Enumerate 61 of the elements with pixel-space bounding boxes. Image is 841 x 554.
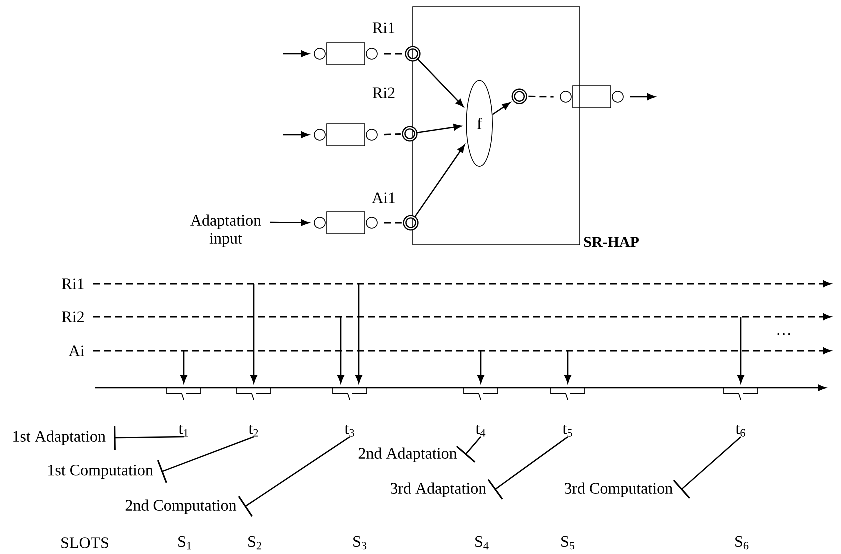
event-label: 2nd Adaptation bbox=[358, 448, 458, 462]
arrow bbox=[250, 284, 258, 384]
port-label: Ri1 bbox=[372, 22, 395, 34]
node-label: SR-HAP bbox=[584, 237, 640, 248]
port-circle bbox=[512, 88, 528, 104]
event-label: 3rd Computation bbox=[564, 482, 673, 498]
connector-line bbox=[384, 133, 401, 136]
slot-label: S$_{1}$ bbox=[178, 536, 192, 550]
arrow bbox=[180, 351, 188, 384]
connector-line bbox=[528, 96, 554, 98]
port-label: Ri2 bbox=[372, 88, 395, 98]
timeline-arrow bbox=[93, 280, 831, 288]
queue-drawing bbox=[314, 42, 378, 66]
arrow bbox=[283, 50, 310, 58]
time-slot: t$_{2}$ bbox=[236, 388, 272, 437]
signal-label: Ai bbox=[68, 346, 84, 356]
arrow bbox=[416, 124, 462, 134]
arrow bbox=[492, 102, 510, 116]
leader-line bbox=[238, 436, 350, 517]
leader-line bbox=[488, 436, 568, 500]
arrow bbox=[630, 94, 656, 100]
row-label: SLOTS bbox=[62, 538, 108, 548]
slot-label: S$_{6}$ bbox=[736, 536, 749, 550]
port-circle bbox=[402, 126, 418, 142]
port-label: Ai1 bbox=[372, 192, 396, 204]
queue-drawing bbox=[314, 124, 378, 146]
input-label: Adaptation input bbox=[190, 214, 262, 248]
signal-label: Ri2 bbox=[62, 312, 84, 322]
arrow bbox=[270, 220, 310, 226]
arrow bbox=[338, 317, 344, 384]
slot-label: S$_{5}$ bbox=[562, 536, 575, 550]
event-label: 2nd Computation bbox=[126, 500, 237, 514]
time-slot: t$_{5}$ bbox=[550, 388, 586, 437]
time-slot: t$_{6}$ bbox=[724, 388, 758, 437]
event-label: 1st Computation bbox=[48, 465, 154, 479]
arrow bbox=[738, 317, 744, 384]
slot-label: S$_{4}$ bbox=[476, 536, 489, 550]
arrow bbox=[417, 58, 464, 108]
time-slot: t$_{4}$ bbox=[464, 388, 498, 437]
continuation-dots: … bbox=[778, 333, 790, 336]
signal-label: Ri1 bbox=[62, 278, 84, 290]
slot-label: S$_{3}$ bbox=[354, 536, 367, 550]
slot-label: S$_{2}$ bbox=[248, 536, 262, 550]
arrow bbox=[478, 351, 484, 384]
arrow bbox=[356, 284, 362, 384]
queue-drawing bbox=[314, 212, 378, 234]
arrow bbox=[283, 132, 310, 138]
connector-line bbox=[384, 222, 402, 224]
connector-line bbox=[384, 53, 404, 55]
leader-line bbox=[114, 426, 184, 450]
time-slot: t$_{1}$ bbox=[166, 388, 202, 437]
queue-drawing bbox=[560, 86, 624, 108]
arrow bbox=[564, 351, 572, 384]
port-circle bbox=[403, 215, 419, 231]
timeline-arrow bbox=[93, 314, 831, 320]
port-circle bbox=[405, 46, 421, 62]
time-slot: t$_{3}$ bbox=[332, 388, 368, 437]
arrow bbox=[414, 144, 466, 218]
event-label: 1st Adaptation bbox=[14, 430, 106, 446]
timeline-arrow bbox=[93, 348, 831, 354]
event-label: 3rd Adaptation bbox=[390, 482, 486, 498]
